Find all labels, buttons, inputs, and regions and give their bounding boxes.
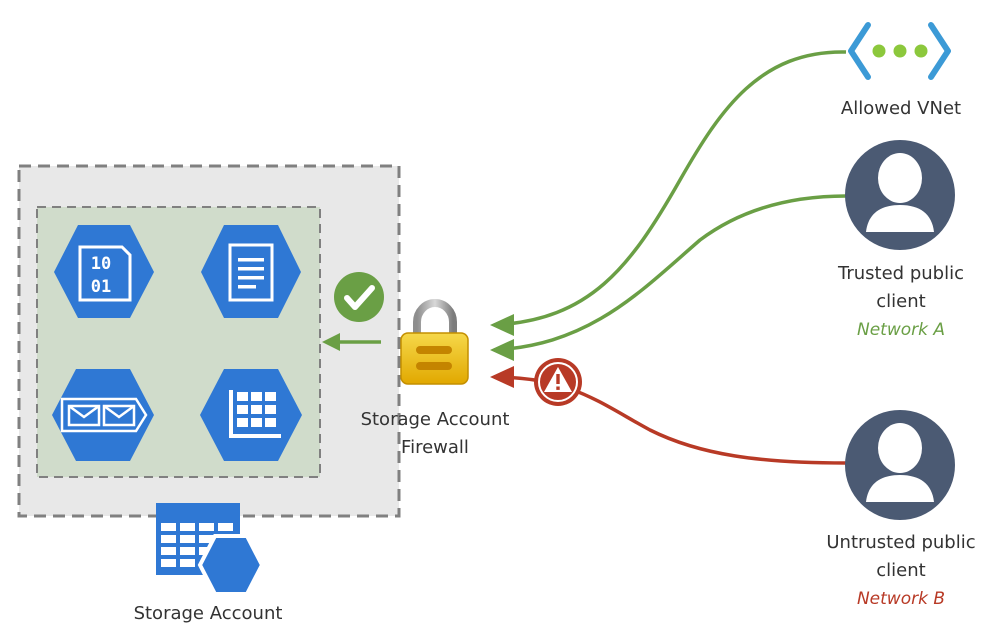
storage-account-icon	[156, 503, 265, 596]
file-service-icon	[201, 225, 301, 318]
vnet-icon	[848, 22, 951, 80]
check-circle-icon	[334, 272, 384, 322]
trusted-client-user-icon	[845, 140, 955, 250]
trusted-client-connection	[493, 194, 847, 352]
allowed-vnet-arrowhead	[490, 314, 514, 336]
blob-glyph-line2: 01	[91, 277, 111, 297]
table-service-icon	[200, 369, 302, 461]
firewall-label-line2: Firewall	[401, 437, 469, 458]
trusted-client-label: Trusted public client Network A	[801, 260, 1001, 344]
allowed-vnet-connection	[493, 50, 847, 327]
queue-service-icon	[52, 369, 154, 461]
firewall-label-line1: Storage Account	[360, 409, 510, 430]
untrusted-client-label-line2: client	[876, 560, 926, 581]
trusted-client-arrowhead	[490, 339, 514, 361]
padlock-icon	[400, 299, 469, 385]
allowed-inbound-arrow	[322, 333, 381, 351]
untrusted-client-user-icon	[845, 410, 955, 520]
trusted-client-label-line2: client	[876, 291, 926, 312]
trusted-client-label-line1: Trusted public	[838, 263, 964, 284]
network-b-label: Network B	[856, 589, 946, 609]
storage-account-label: Storage Account	[133, 603, 283, 624]
network-a-label: Network A	[856, 320, 945, 340]
untrusted-client-label: Untrusted public client Network B	[801, 529, 1001, 613]
blob-glyph-line1: 10	[91, 254, 111, 274]
warning-triangle-icon	[534, 358, 582, 406]
untrusted-client-label-line1: Untrusted public	[826, 532, 976, 553]
allowed-vnet-label: Allowed VNet	[840, 98, 962, 119]
firewall-label: Storage Account Firewall	[335, 406, 535, 462]
untrusted-client-arrowhead	[490, 366, 514, 388]
blob-service-icon: 10 01	[54, 225, 154, 318]
